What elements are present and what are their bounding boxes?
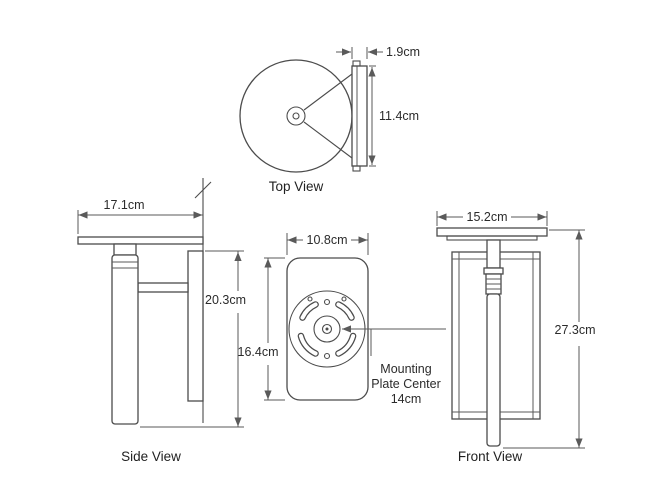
extension-line [286, 233, 369, 255]
stem [486, 239, 501, 269]
side-view: 17.1cm 20.3cm Side View [77, 178, 246, 464]
dim-front-height-label: 27.3cm [555, 323, 596, 337]
dim-backplate-height-label: 11.4cm [379, 109, 419, 123]
lantern-frame-inner-lines [452, 252, 540, 419]
wall-mounting-plate-edge [187, 250, 204, 402]
body-groove-lines [112, 261, 138, 269]
center-point [325, 327, 329, 331]
dim-projection-label: 17.1cm [104, 198, 145, 212]
dim-body-height-label: 20.3cm [205, 293, 246, 307]
note-line1: Mounting [380, 362, 431, 376]
top-view: 1.9cm 11.4cm Top View [239, 45, 420, 194]
wall-bracket-arm [137, 282, 189, 293]
dim-backplate-thickness: 1.9cm [336, 45, 420, 59]
mounting-slot-inner [300, 302, 318, 320]
mounting-slot-inner [336, 334, 356, 356]
center-hole [321, 323, 333, 335]
mounting-slot-inner [298, 334, 318, 356]
body-neck [113, 243, 137, 256]
front-view: 15.2cm 27.3cm Front View [436, 210, 596, 464]
screw-hole [323, 298, 331, 306]
finial-ring [286, 106, 306, 126]
extension-line [436, 211, 548, 226]
collar-rib-lines [486, 278, 501, 290]
top-mounting-plate [436, 227, 548, 237]
dim-plate-width: 10.8cm [286, 233, 369, 255]
screw-hole [323, 352, 331, 360]
extension-line [351, 47, 368, 59]
stem-band [483, 267, 504, 275]
extension-line [369, 65, 376, 167]
bracket-wedge-lines [303, 73, 353, 159]
front-view-label: Front View [458, 449, 523, 464]
mounting-ring-inner [313, 315, 341, 343]
dim-front-width-label: 15.2cm [467, 210, 508, 224]
dim-backplate-height: 11.4cm [368, 65, 419, 167]
dim-front-height: 27.3cm [503, 229, 596, 449]
wall-break-mark [194, 181, 212, 199]
dim-backplate-thickness-label: 1.9cm [386, 45, 420, 59]
top-view-label: Top View [269, 179, 324, 194]
dim-plate-width-label: 10.8cm [307, 233, 348, 247]
screw-hole [341, 296, 347, 302]
backplate-edge [351, 65, 368, 167]
dim-plate-height-label: 16.4cm [238, 345, 279, 359]
dim-body-height: 20.3cm [140, 250, 246, 428]
screw-hole [307, 296, 313, 302]
side-view-label: Side View [121, 449, 181, 464]
mounting-plate-detail: 10.8cm 16.4cm Mounting Plate Center 14cm [238, 233, 446, 406]
top-arm [77, 236, 204, 245]
backplate-bottom-tab [352, 165, 361, 172]
lamp-body-cylinder [111, 254, 139, 425]
shade-outline-circle [239, 59, 353, 173]
finial-center [292, 112, 300, 120]
note-value: 14cm [391, 392, 422, 406]
dim-plate-height: 16.4cm [238, 257, 285, 401]
dim-projection: 17.1cm [77, 198, 203, 234]
dim-front-width: 15.2cm [436, 210, 548, 226]
mounting-plate-center-note: Mounting Plate Center 14cm [342, 325, 446, 406]
extension-line [264, 257, 285, 401]
mounting-slot-inner [336, 302, 354, 320]
note-line2: Plate Center [371, 377, 440, 391]
backplate-top-tab [352, 60, 361, 67]
center-cylinder [486, 293, 501, 447]
